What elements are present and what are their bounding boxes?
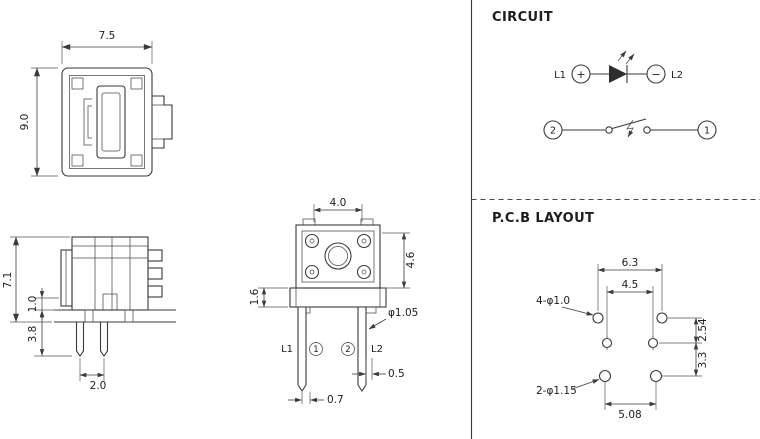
minus-sign: − [651,68,660,81]
rivet [356,233,372,249]
side-view-pin-length-dim: 3.8 [27,326,39,343]
switch-contact [605,126,613,134]
side-view-left-bracket [60,249,73,307]
side-view-pin [99,321,109,357]
pcb-dimensions: 6.3 4.5 2.54 3.3 5.08 4-φ1.0 2-φ1.15 [536,257,709,421]
top-view-dimensions: 7.5 9.0 [19,30,153,177]
switch-contact [643,126,651,134]
terminal-1-label: 1 [704,125,710,136]
led-emission-arrow [625,53,635,65]
pcb-hole-mid-left [601,337,613,349]
pcb-title: P.C.B LAYOUT [492,211,594,226]
top-view-width-dim: 7.5 [99,30,116,42]
pcb-row-gap-bottom-dim: 3.3 [697,352,709,369]
led-diode-icon [609,65,627,83]
pin-label-2: 2 [345,345,350,355]
front-view-base [289,287,387,308]
pcb-layout-section: P.C.B LAYOUT 6.3 4.5 2.54 [492,211,709,421]
top-view-body-outline [61,67,153,177]
circled-pin-1 [309,342,323,356]
front-view-pin-left [297,306,307,392]
pcb-hole-bottom-left [598,369,612,383]
side-view-total-height-dim: 7.1 [2,272,14,289]
side-view-drawing [54,236,176,357]
top-view-height-dim: 9.0 [19,114,31,131]
led-right-label: L2 [671,70,683,81]
pin-label-l2: L2 [371,344,383,355]
terminal-1 [697,120,717,140]
top-view-plunger [96,85,126,159]
panel-dividers [470,0,760,439]
pcb-bottom-span-dim: 5.08 [618,409,641,421]
top-view-right-connector [152,95,173,149]
top-view-drawing [61,67,173,177]
side-view-body-outline [71,236,149,311]
side-view-finger [147,267,163,280]
terminal-2-label: 2 [550,125,556,136]
pin-label-l1: L1 [281,344,293,355]
front-view-cover-outline [295,224,381,289]
circuit-section: CIRCUIT L1 + − L2 2 1 [492,10,717,140]
front-view-drawing: L1 1 2 L2 [281,218,387,392]
switch-blade [611,118,647,130]
led-emission-arrow [617,50,627,62]
rivet [356,264,372,280]
plus-sign: + [576,68,585,81]
led-circuit-row: L1 + − L2 [554,50,683,84]
front-view-pin-width-dim: 0.5 [388,368,405,380]
side-view-pin [75,321,85,357]
pcb-holes [592,312,668,383]
side-view-finger [147,249,163,262]
pin-label-1: 1 [313,345,318,355]
top-view-inner-frame [69,75,145,169]
circuit-title: CIRCUIT [492,10,553,25]
pcb-hole-top-left [592,312,604,324]
pcb-mid-span-dim: 4.5 [622,279,639,291]
front-view-dimensions: 4.0 4.6 1.6 φ1.05 0.5 0.7 [249,197,418,406]
pcb-row-gap-top-dim: 2.54 [697,318,709,342]
minus-terminal [646,64,666,84]
front-view-body-height-dim: 4.6 [405,251,417,268]
front-view-inner-frame [301,230,375,283]
top-view-left-bracket [83,98,92,146]
side-view-finger [147,285,163,298]
pcb-top-span-dim: 6.3 [622,257,639,269]
front-view-pin-offset-dim: 0.7 [327,394,344,406]
front-view-actuator-width-dim: 4.0 [330,197,347,209]
rivet [304,264,320,280]
front-view-pin-right [357,306,367,392]
rivet [304,233,320,249]
side-view-standoff-dim: 1.0 [27,296,39,313]
switch-circuit-row: 2 1 [543,118,717,140]
push-button [324,242,352,270]
side-view-pin-pitch-dim: 2.0 [90,380,107,392]
pcb-hole-bottom-right [649,369,663,383]
pcb-small-hole-note: 4-φ1.0 [536,295,570,307]
side-view-dimensions: 7.1 1.0 3.8 2.0 [2,236,107,392]
circled-pin-2 [341,342,355,356]
front-view-base-height-dim: 1.6 [249,288,261,305]
actuation-arrow [626,119,634,138]
pcb-hole-mid-right [647,337,659,349]
pcb-hole-top-right [656,312,668,324]
front-view-pin-dia-dim: φ1.05 [388,307,418,319]
led-left-label: L1 [554,70,566,81]
pcb-large-hole-note: 2-φ1.15 [536,385,577,397]
